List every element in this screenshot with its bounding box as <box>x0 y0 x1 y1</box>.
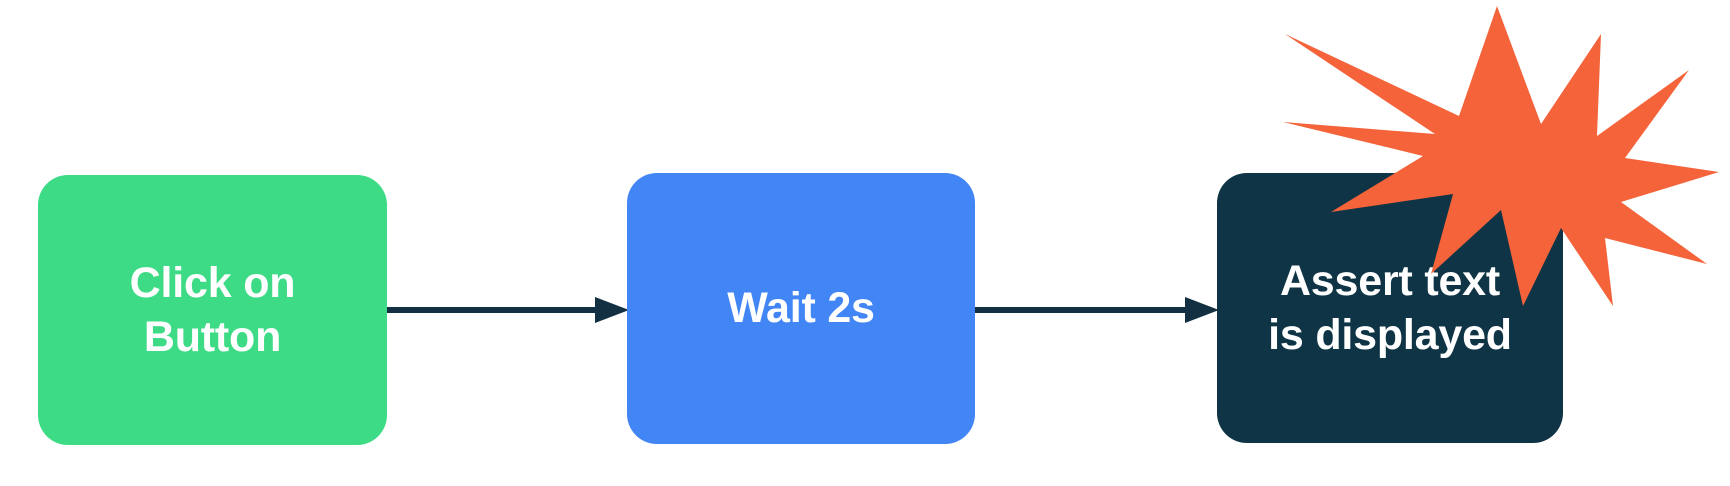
node-label: Click on Button <box>129 258 296 361</box>
connector-wait-to-assert <box>973 297 1219 323</box>
node-label: Assert text is displayed <box>1268 256 1512 359</box>
node-click-on-button[interactable]: Click on Button <box>38 175 387 445</box>
arrowhead-icon <box>1185 297 1219 323</box>
node-label: Wait 2s <box>727 284 875 333</box>
connector-click-to-wait <box>385 297 629 323</box>
arrowhead-icon <box>595 297 629 323</box>
node-wait-2s[interactable]: Wait 2s <box>627 173 975 444</box>
node-assert-text-is-displayed[interactable]: Assert text is displayed <box>1217 173 1563 443</box>
